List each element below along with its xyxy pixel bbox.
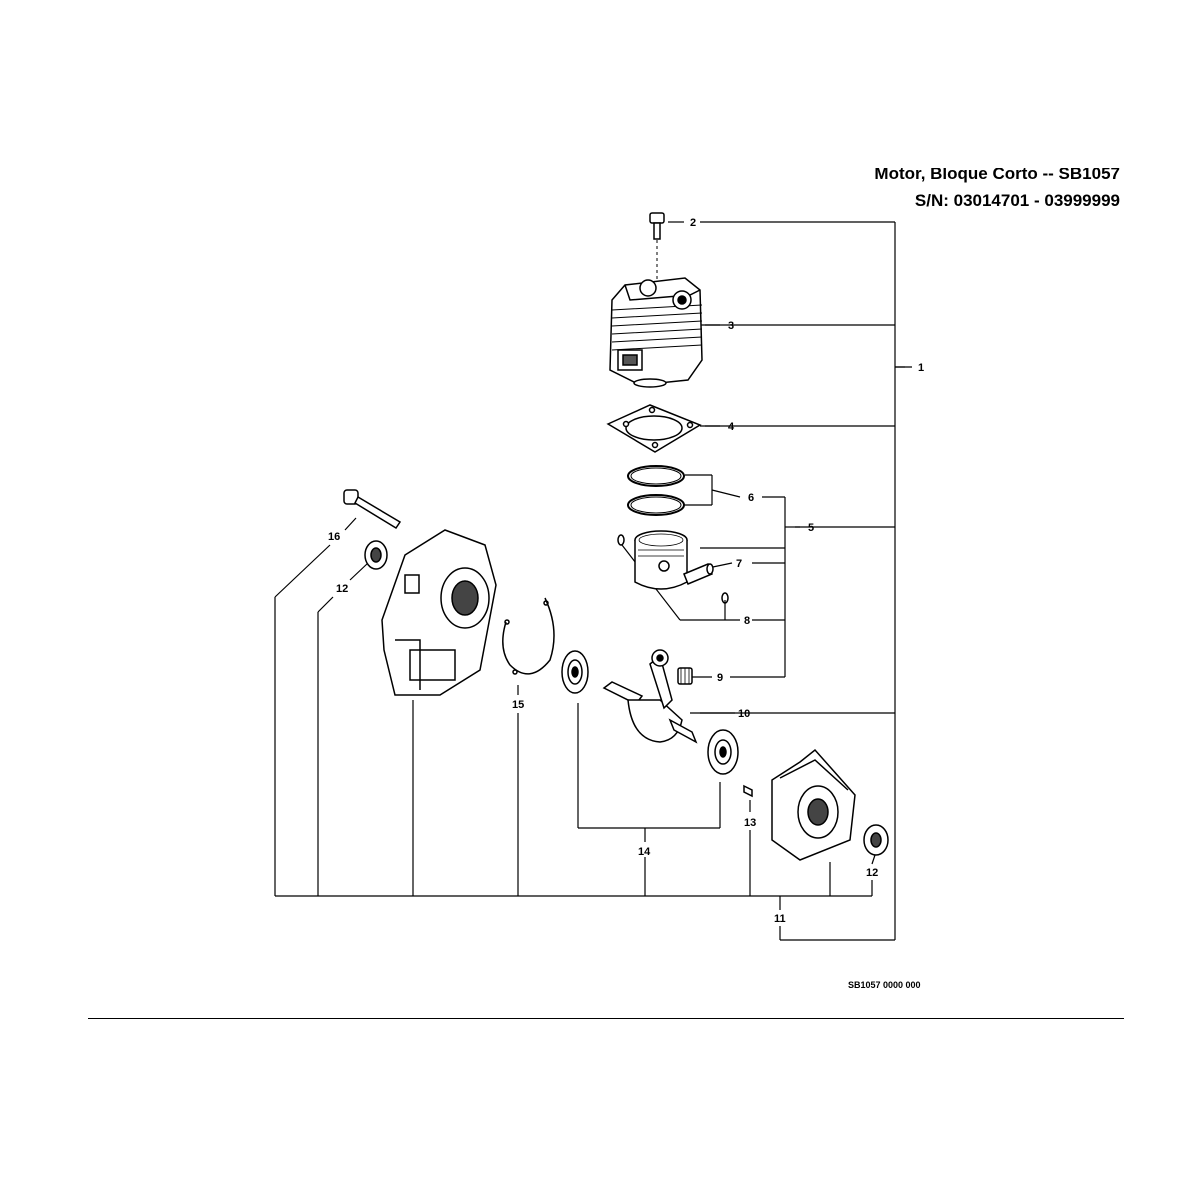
callout-8: 8 bbox=[744, 615, 750, 627]
bottom-rule bbox=[88, 1018, 1124, 1019]
callout-12-right: 12 bbox=[866, 867, 878, 879]
serial-range: S/N: 03014701 - 03999999 bbox=[914, 191, 1120, 210]
callout-7: 7 bbox=[736, 558, 742, 570]
main-bearings bbox=[561, 650, 739, 775]
leader-lines bbox=[274, 221, 912, 941]
woodruff-key bbox=[743, 784, 753, 798]
callout-12-left: 12 bbox=[336, 583, 348, 595]
callout-3: 3 bbox=[728, 320, 734, 332]
piston bbox=[634, 530, 688, 590]
callout-11: 11 bbox=[774, 913, 786, 925]
piston-rings bbox=[627, 465, 685, 516]
callout-13: 13 bbox=[744, 817, 756, 829]
crankshaft bbox=[602, 649, 698, 744]
oil-seal-right bbox=[863, 824, 889, 856]
title-clip: Motor, Bloque Corto -- SB1057 bbox=[700, 168, 1120, 188]
callout-6: 6 bbox=[748, 492, 754, 504]
circlips bbox=[617, 534, 729, 604]
callout-5: 5 bbox=[808, 522, 814, 534]
callout-10: 10 bbox=[738, 708, 750, 720]
needle-bearing bbox=[677, 667, 693, 685]
base-gasket bbox=[606, 404, 702, 453]
crankcase-right bbox=[771, 748, 856, 861]
callout-14: 14 bbox=[638, 846, 651, 858]
piston-pin bbox=[683, 563, 714, 585]
oil-seal-left bbox=[364, 540, 388, 570]
crankcase-left bbox=[381, 529, 497, 696]
callout-labels: 1 2 3 4 5 6 7 8 9 10 11 12 12 13 14 15 1… bbox=[328, 217, 924, 925]
callout-16: 16 bbox=[328, 531, 340, 543]
crankcase-screw bbox=[343, 489, 402, 530]
diagram-title: Motor, Bloque Corto -- SB1057 bbox=[874, 168, 1120, 183]
callout-15: 15 bbox=[512, 699, 524, 711]
callout-4: 4 bbox=[728, 421, 735, 433]
cylinder bbox=[609, 277, 703, 388]
crankcase-gasket bbox=[502, 597, 555, 675]
callout-2: 2 bbox=[690, 217, 696, 229]
callout-9: 9 bbox=[717, 672, 723, 684]
callout-1: 1 bbox=[918, 362, 924, 374]
reference-code: SB1057 0000 000 bbox=[848, 980, 921, 990]
